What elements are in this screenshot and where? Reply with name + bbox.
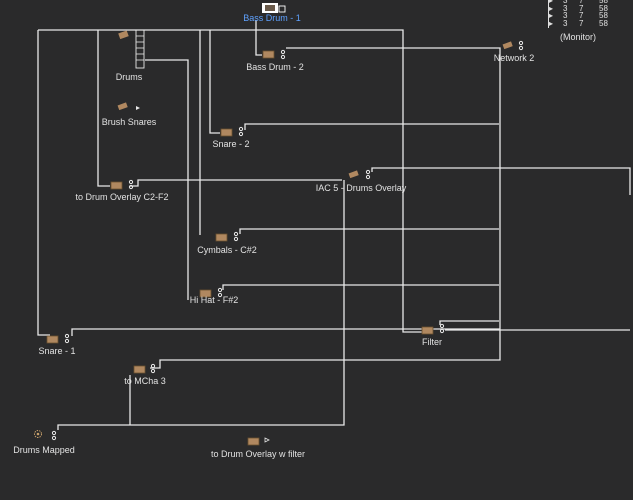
node-drum-overlay-c2f2[interactable] [110, 179, 134, 190]
label-monitor[interactable]: (Monitor) [559, 32, 597, 42]
wire-frame [38, 29, 422, 333]
label-snare-2[interactable]: Snare - 2 [212, 139, 250, 149]
patch-wires [37, 20, 631, 430]
monitor-cell: 3 [563, 0, 568, 5]
monitor-cell: 7 [579, 11, 584, 20]
label-network-2[interactable]: Network 2 [493, 53, 535, 63]
label-hihat[interactable]: Hi Hat - F#2 [189, 295, 239, 305]
monitor-cell: 3 [563, 3, 568, 13]
wire-snare1-out [71, 328, 500, 336]
label-filter[interactable]: Filter [422, 337, 442, 347]
monitor-cell: 58 [599, 11, 608, 20]
wire-left-snare1 [37, 30, 50, 336]
wire-bassdrum2 [255, 20, 262, 56]
wire-hihat [222, 284, 499, 290]
label-drum-overlay-filter[interactable]: to Drum Overlay w filter [210, 449, 306, 459]
label-brush-snares[interactable]: Brush Snares [101, 117, 157, 127]
wire-overlay-out [130, 179, 342, 187]
monitor-row: ▸ 3 7 58 [546, 12, 620, 20]
label-drums[interactable]: Drums [115, 72, 143, 82]
node-filter[interactable] [421, 323, 445, 335]
wire-network-top [150, 47, 501, 369]
monitor-cell: 3 [563, 18, 568, 28]
monitor-cell: 58 [599, 0, 608, 5]
monitor-cell: 7 [579, 0, 584, 5]
monitor-cell: 58 [599, 3, 608, 13]
monitor-row: ▸ 3 7 58 [546, 18, 620, 28]
wire-drums-b [145, 59, 189, 300]
wire-iac-out [371, 167, 631, 195]
wire-filter-in [439, 320, 499, 325]
node-brush-snares[interactable] [117, 102, 140, 111]
label-iac5[interactable]: IAC 5 - Drums Overlay [315, 183, 407, 193]
monitor-row: ▸ 3 7 58 [546, 3, 620, 13]
wire-drums-a [97, 30, 110, 187]
node-bass-drum-1[interactable] [262, 3, 286, 13]
monitor-cell: 3 [563, 11, 568, 20]
monitor-table: ▸ 3 7 58 ▸ 3 7 58 ▸ 3 7 58 ▸ 3 7 58 [546, 0, 620, 29]
node-snare-1[interactable] [46, 333, 70, 344]
node-drum-overlay-filter[interactable] [247, 437, 270, 446]
wire-mapped [57, 180, 345, 430]
monitor-cell: 7 [579, 3, 584, 13]
node-hihat[interactable] [199, 287, 223, 298]
monitor-cell: 7 [579, 18, 584, 28]
node-network-2[interactable] [502, 40, 524, 51]
label-bass-drum-2[interactable]: Bass Drum - 2 [246, 62, 304, 72]
node-snare-2[interactable] [220, 126, 244, 137]
label-cymbals[interactable]: Cymbals - C#2 [197, 245, 257, 255]
wire-snare2-out [244, 123, 499, 130]
wire-drums-d [209, 30, 220, 134]
monitor-border [548, 0, 549, 28]
node-iac5[interactable] [348, 169, 371, 180]
monitor-cell: 58 [599, 18, 608, 28]
label-bass-drum-1[interactable]: Bass Drum - 1 [243, 13, 301, 23]
node-mcha3[interactable] [133, 363, 156, 374]
label-mcha3[interactable]: to MCha 3 [124, 376, 166, 386]
monitor-row: ▸ 3 7 58 [546, 0, 620, 5]
node-cymbals[interactable] [215, 231, 239, 242]
node-bass-drum-2[interactable] [262, 49, 286, 60]
label-snare-1[interactable]: Snare - 1 [38, 346, 76, 356]
node-drums-mapped[interactable] [34, 430, 57, 441]
label-drums-mapped[interactable]: Drums Mapped [13, 445, 75, 455]
node-drums[interactable] [118, 29, 145, 69]
label-drum-overlay-c2f2[interactable]: to Drum Overlay C2-F2 [75, 192, 169, 202]
wire-cymbals [239, 228, 499, 234]
